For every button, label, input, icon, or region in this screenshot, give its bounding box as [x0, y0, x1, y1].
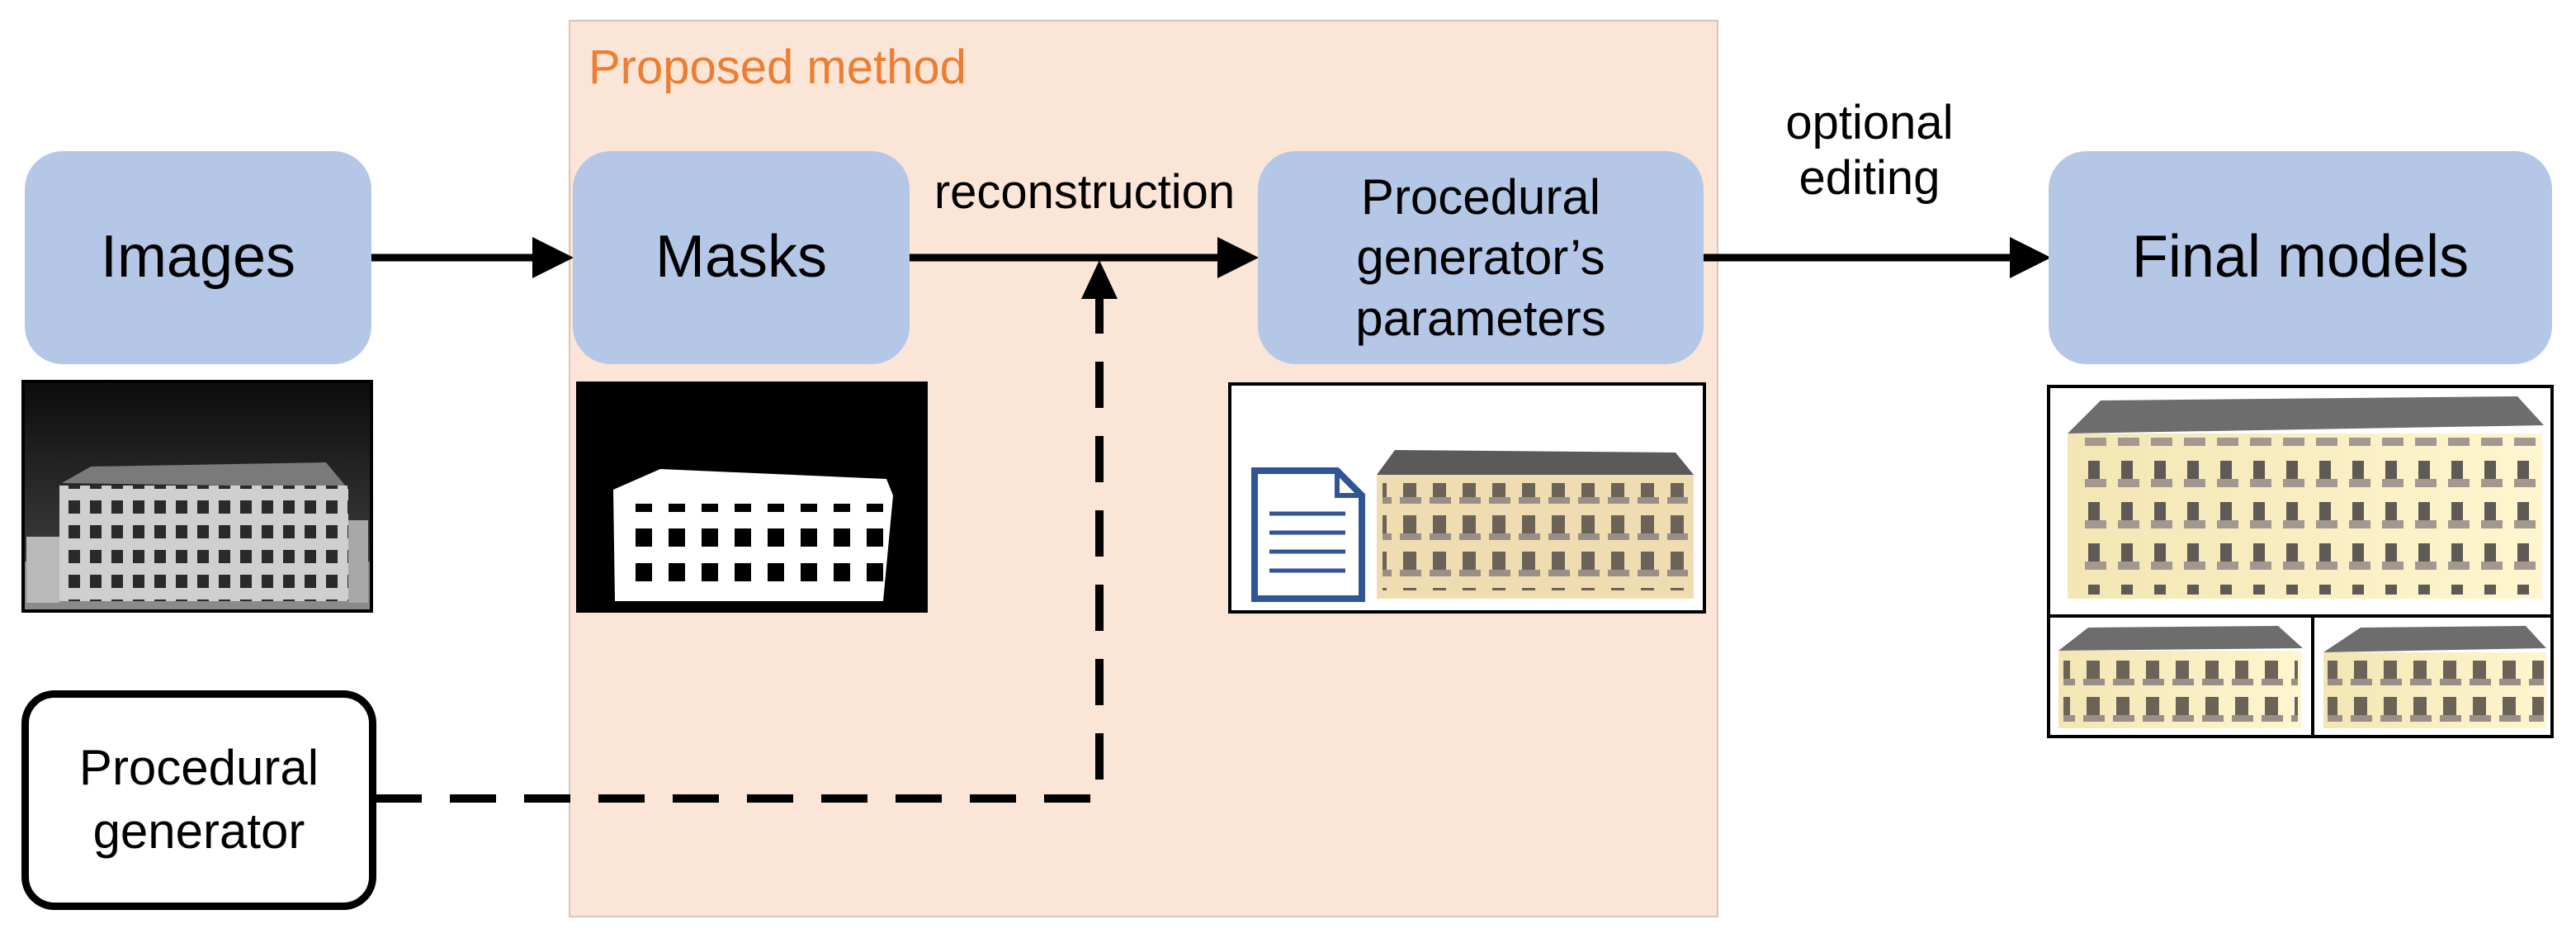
parameter-model-render [1377, 450, 1694, 599]
region-label: Proposed method [588, 40, 967, 94]
dashed-arrow-generator-to-reconstruction [376, 260, 1118, 803]
parameters-node: Procedural generator’s parameters [1258, 151, 1704, 364]
final-models-label: Final models [2131, 224, 2470, 291]
reconstruction-label: reconstruction [934, 165, 1236, 219]
final-models-node: Final models [2049, 151, 2552, 364]
final-model-large [2068, 396, 2544, 599]
arrow-parameters-to-final-models [1703, 237, 2051, 278]
optional-editing-label: optional editing [1785, 96, 1954, 205]
images-node: Images [25, 151, 371, 364]
images-label: Images [100, 224, 296, 291]
arrow-images-to-masks [369, 237, 574, 278]
parameters-label: Procedural generator’s parameters [1355, 169, 1606, 346]
procedural-generator-label: Procedural generator [78, 740, 319, 859]
masks-label: Masks [655, 224, 828, 291]
document-icon [1251, 467, 1365, 602]
final-models-thumbnails [2047, 385, 2554, 738]
mask-thumbnail [576, 381, 928, 613]
masks-node: Masks [573, 151, 910, 364]
final-model-small-left [2058, 626, 2303, 728]
arrow-masks-to-parameters [908, 237, 1259, 278]
procedural-generator-node: Procedural generator [21, 690, 376, 910]
final-model-small-right [2323, 626, 2546, 728]
parameters-thumbnail [1228, 382, 1706, 614]
building-photo-thumbnail [21, 380, 373, 613]
